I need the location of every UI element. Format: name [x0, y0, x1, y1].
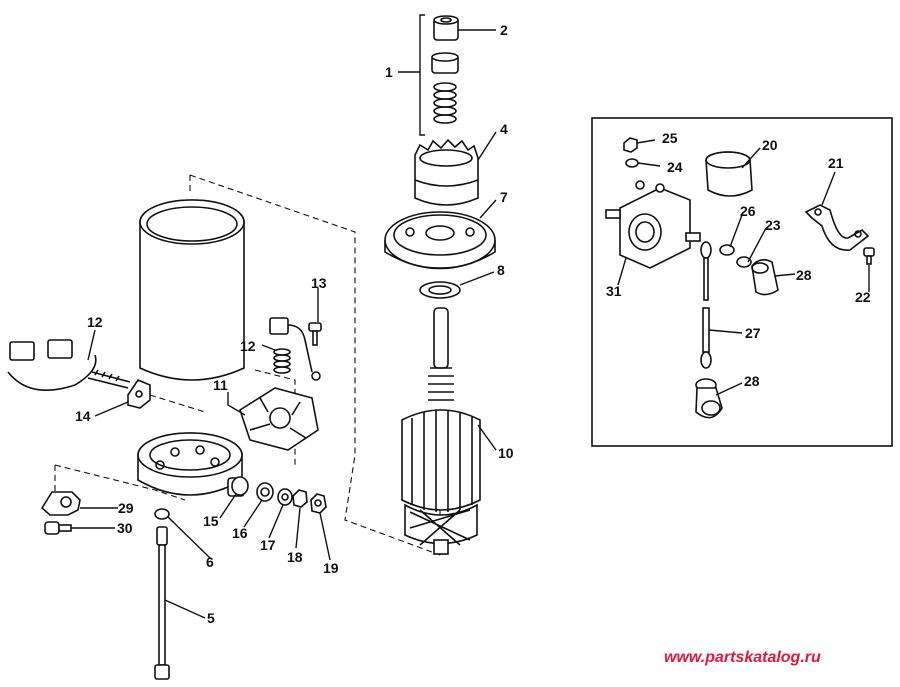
callout-19: 19	[323, 560, 339, 576]
callout-16: 16	[232, 525, 248, 541]
thrust-washer	[419, 281, 461, 299]
terminal-washer-24	[625, 158, 639, 168]
terminal-nut-25	[623, 137, 638, 153]
callout-6: 6	[206, 554, 214, 570]
leader-lines	[71, 29, 870, 619]
callout-27: 27	[745, 325, 761, 341]
callout-11: 11	[213, 377, 228, 393]
clamp-bracket	[40, 491, 81, 516]
field-frame	[139, 199, 245, 381]
terminal-clip	[127, 379, 151, 409]
callout-labels: 1 2 4 7 8 10 13 12 12 11 14 15 16 17 18 …	[75, 22, 871, 626]
callout-26: 26	[740, 203, 756, 219]
callout-28b: 28	[744, 373, 760, 389]
callout-2: 2	[500, 22, 508, 38]
terminal-boot-lower	[695, 378, 723, 419]
callout-23: 23	[765, 217, 781, 233]
callout-8: 8	[497, 262, 505, 278]
callout-25: 25	[662, 130, 678, 146]
mounting-bracket	[804, 204, 870, 251]
watermark-url: www.partskatalog.ru	[664, 649, 821, 666]
brush-and-spring	[269, 317, 321, 381]
brush-screw	[308, 322, 322, 346]
commutator-end-cap	[137, 432, 245, 497]
callout-5: 5	[207, 610, 215, 626]
callout-29: 29	[118, 500, 134, 516]
callout-14: 14	[75, 408, 91, 424]
drive-end-cap	[384, 211, 496, 270]
callout-4: 4	[500, 121, 508, 137]
callout-18: 18	[287, 549, 303, 565]
terminal-washer-26	[719, 244, 735, 256]
clamp-screw	[44, 521, 72, 535]
callout-21: 21	[828, 155, 844, 171]
callout-30: 30	[117, 520, 133, 536]
armature	[401, 307, 481, 555]
callout-17: 17	[260, 537, 276, 553]
battery-cable	[700, 241, 712, 369]
callout-1: 1	[385, 64, 393, 80]
drive-pinion	[414, 138, 479, 206]
solenoid	[605, 180, 701, 269]
alignment-guides	[54, 174, 441, 556]
starter-motor-assembly	[7, 14, 496, 680]
pinion-stop-nut	[433, 15, 459, 41]
callout-15: 15	[203, 513, 219, 529]
solenoid-boot	[705, 151, 753, 197]
callout-7: 7	[500, 189, 508, 205]
spring-kit	[419, 14, 459, 136]
brush-set-left	[7, 339, 131, 392]
bracket-screw	[863, 247, 875, 265]
terminal-boot-upper	[751, 258, 779, 296]
callout-28a: 28	[796, 267, 812, 283]
callout-20: 20	[762, 137, 778, 153]
callout-24: 24	[667, 159, 683, 175]
terminal-nut-23	[736, 256, 752, 268]
thru-bolt-washer	[154, 508, 170, 520]
callout-12a: 12	[87, 314, 103, 330]
callout-10: 10	[498, 445, 514, 461]
callout-13: 13	[311, 275, 327, 291]
callout-12b: 12	[240, 338, 256, 354]
thru-bolt	[154, 526, 170, 680]
callout-22: 22	[855, 289, 871, 305]
callout-31: 31	[606, 283, 622, 299]
terminal-hardware	[231, 476, 327, 514]
brush-holder	[239, 387, 319, 451]
